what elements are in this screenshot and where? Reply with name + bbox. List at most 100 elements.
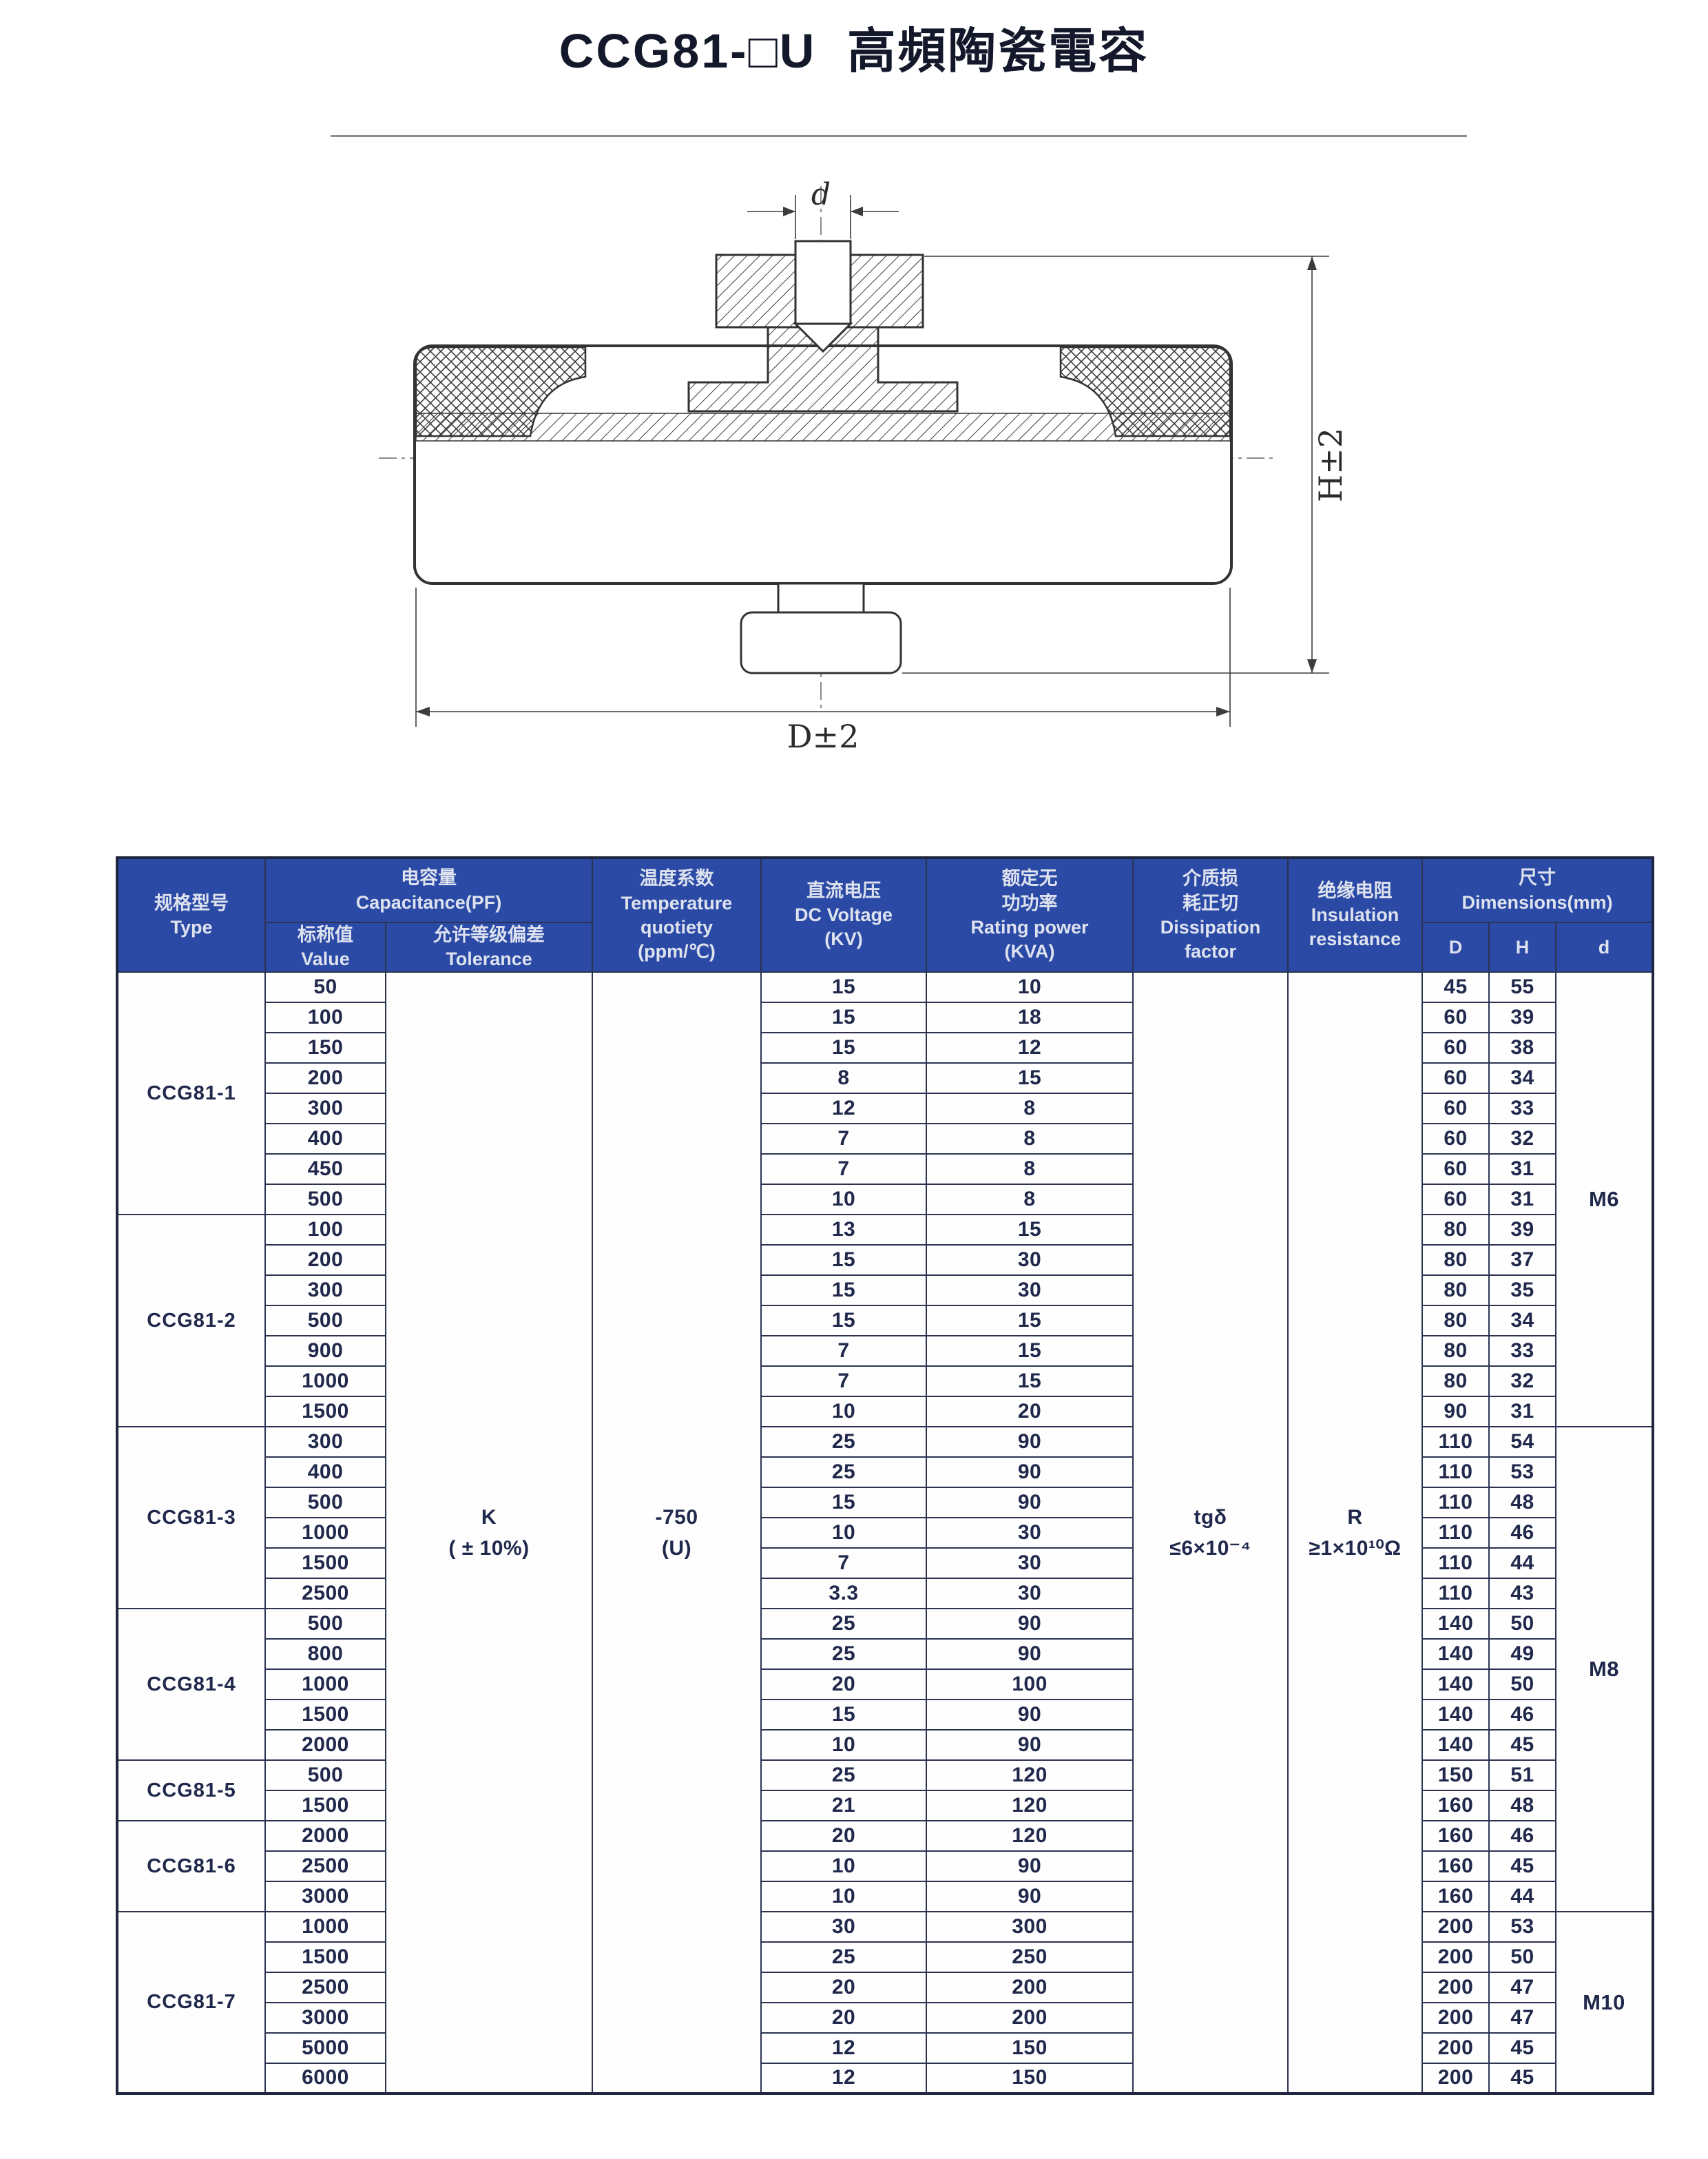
dimD-cell: 200 bbox=[1421, 2002, 1490, 2034]
voltage-cell: 30 bbox=[760, 1911, 927, 1943]
voltage-cell: 15 bbox=[760, 1032, 927, 1064]
power-cell: 200 bbox=[926, 1972, 1134, 2004]
header-row-2: 标称值 Value 允许等级偏差 Tolerance D H d bbox=[117, 921, 1654, 973]
value-cell: 300 bbox=[264, 1426, 386, 1458]
dimH-cell: 33 bbox=[1488, 1093, 1556, 1125]
dimH-cell: 43 bbox=[1488, 1578, 1556, 1610]
dimH-cell: 31 bbox=[1488, 1184, 1556, 1216]
dimH-cell: 46 bbox=[1488, 1699, 1556, 1731]
dimH-cell: 50 bbox=[1488, 1608, 1556, 1640]
type-cell: CCG81-7 bbox=[116, 1911, 266, 2095]
voltage-cell: 15 bbox=[760, 1305, 927, 1337]
value-cell: 1000 bbox=[264, 1365, 386, 1398]
dim-label-d: d bbox=[811, 177, 831, 212]
dimD-cell: 140 bbox=[1421, 1699, 1490, 1731]
dimD-cell: 110 bbox=[1421, 1456, 1490, 1489]
col-header-dissipation: 介质损 耗正切 Dissipation factor bbox=[1132, 856, 1289, 973]
dimH-cell: 51 bbox=[1488, 1759, 1556, 1792]
voltage-cell: 15 bbox=[760, 971, 927, 1004]
spec-table-wrap: 规格型号 Type 电容量 Capacitance(PF) 温度系数 Tempe… bbox=[116, 856, 1655, 2096]
value-cell: 1000 bbox=[264, 1911, 386, 1943]
dimH-cell: 53 bbox=[1488, 1911, 1556, 1943]
dimD-cell: 110 bbox=[1421, 1517, 1490, 1549]
dimD-cell: 110 bbox=[1421, 1487, 1490, 1519]
dimH-cell: 39 bbox=[1488, 1002, 1556, 1034]
dimD-cell: 60 bbox=[1421, 1002, 1490, 1034]
dimD-cell: 110 bbox=[1421, 1547, 1490, 1580]
voltage-cell: 20 bbox=[760, 1669, 927, 1701]
value-cell: 200 bbox=[264, 1244, 386, 1277]
value-cell: 1500 bbox=[264, 1699, 386, 1731]
power-cell: 30 bbox=[926, 1547, 1134, 1580]
dimH-cell: 32 bbox=[1488, 1365, 1556, 1398]
power-cell: 8 bbox=[926, 1153, 1134, 1186]
power-cell: 250 bbox=[926, 1941, 1134, 1974]
thread-cell: M6 bbox=[1554, 971, 1654, 1428]
value-cell: 5000 bbox=[264, 2032, 386, 2065]
value-cell: 500 bbox=[264, 1487, 386, 1519]
value-cell: 800 bbox=[264, 1638, 386, 1671]
dissipation-cell: tgδ ≤6×10⁻⁴ bbox=[1132, 971, 1289, 2095]
voltage-cell: 20 bbox=[760, 2002, 927, 2034]
dimH-cell: 32 bbox=[1488, 1123, 1556, 1155]
col-header-dim-D: D bbox=[1421, 921, 1490, 973]
type-cell: CCG81-6 bbox=[116, 1820, 266, 1913]
dimD-cell: 140 bbox=[1421, 1729, 1490, 1762]
dimH-cell: 47 bbox=[1488, 1972, 1556, 2004]
dimD-cell: 60 bbox=[1421, 1032, 1490, 1064]
dimH-cell: 53 bbox=[1488, 1456, 1556, 1489]
voltage-cell: 10 bbox=[760, 1184, 927, 1216]
title-rule bbox=[331, 135, 1467, 137]
dimH-cell: 48 bbox=[1488, 1487, 1556, 1519]
col-header-dim-H: H bbox=[1488, 921, 1556, 973]
electrode-band bbox=[415, 413, 1231, 442]
voltage-cell: 12 bbox=[760, 2032, 927, 2065]
power-cell: 120 bbox=[926, 1759, 1134, 1792]
capacitor-cross-section-drawing: d D±2 H±2 bbox=[379, 177, 1349, 755]
voltage-cell: 7 bbox=[760, 1123, 927, 1155]
value-cell: 6000 bbox=[264, 2063, 386, 2095]
voltage-cell: 21 bbox=[760, 1790, 927, 1822]
dimH-cell: 44 bbox=[1488, 1547, 1556, 1580]
col-header-tolerance: 允许等级偏差 Tolerance bbox=[385, 921, 593, 973]
voltage-cell: 3.3 bbox=[760, 1578, 927, 1610]
power-cell: 15 bbox=[926, 1305, 1134, 1337]
value-cell: 3000 bbox=[264, 2002, 386, 2034]
value-cell: 500 bbox=[264, 1759, 386, 1792]
power-cell: 8 bbox=[926, 1184, 1134, 1216]
power-cell: 15 bbox=[926, 1335, 1134, 1367]
power-cell: 10 bbox=[926, 971, 1134, 1004]
voltage-cell: 10 bbox=[760, 1517, 927, 1549]
dimD-cell: 80 bbox=[1421, 1214, 1490, 1246]
power-cell: 90 bbox=[926, 1699, 1134, 1731]
power-cell: 8 bbox=[926, 1123, 1134, 1155]
value-cell: 3000 bbox=[264, 1881, 386, 1913]
dimH-cell: 31 bbox=[1488, 1153, 1556, 1186]
dimH-cell: 47 bbox=[1488, 2002, 1556, 2034]
dimH-cell: 50 bbox=[1488, 1669, 1556, 1701]
value-cell: 50 bbox=[264, 971, 386, 1004]
value-cell: 2500 bbox=[264, 1578, 386, 1610]
power-cell: 90 bbox=[926, 1729, 1134, 1762]
voltage-cell: 7 bbox=[760, 1335, 927, 1367]
dimH-cell: 48 bbox=[1488, 1790, 1556, 1822]
voltage-cell: 13 bbox=[760, 1214, 927, 1246]
power-cell: 15 bbox=[926, 1062, 1134, 1095]
value-cell: 400 bbox=[264, 1456, 386, 1489]
dimD-cell: 200 bbox=[1421, 2063, 1490, 2095]
value-cell: 900 bbox=[264, 1335, 386, 1367]
power-cell: 90 bbox=[926, 1426, 1134, 1458]
dimH-cell: 34 bbox=[1488, 1305, 1556, 1337]
thread-cell: M10 bbox=[1554, 1911, 1654, 2095]
power-cell: 12 bbox=[926, 1032, 1134, 1064]
